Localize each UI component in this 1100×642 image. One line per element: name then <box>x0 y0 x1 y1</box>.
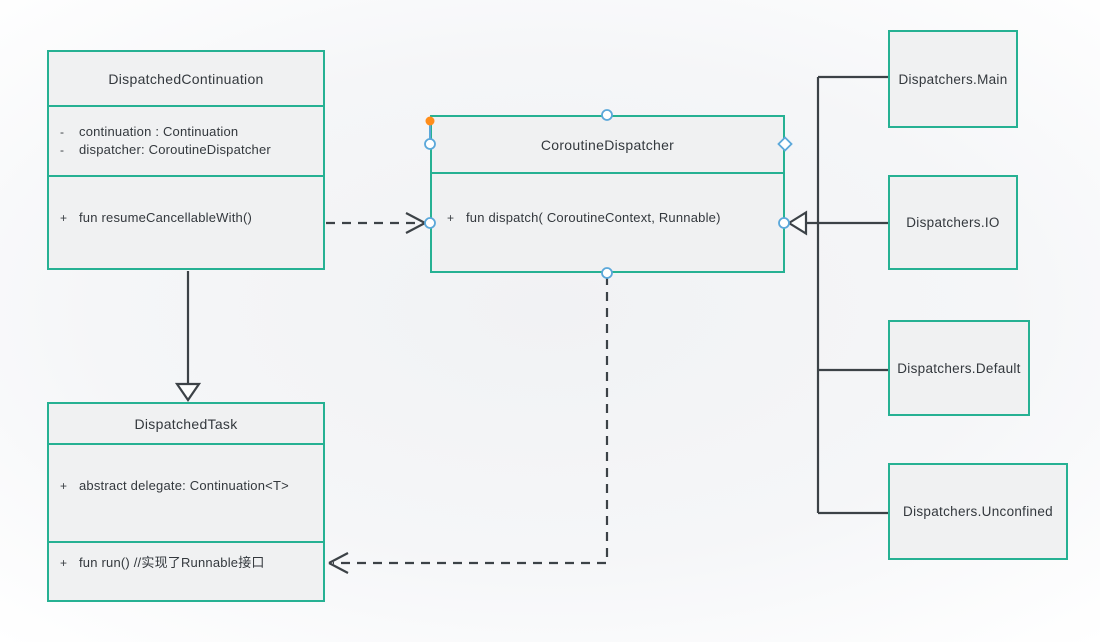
field-row: + abstract delegate: Continuation<T> <box>49 477 323 495</box>
methods-section: + fun dispatch( CoroutineContext, Runnab… <box>432 172 783 271</box>
method-text: fun run() //实现了Runnable接口 <box>79 554 265 570</box>
methods-section: + fun resumeCancellableWith() <box>49 175 323 268</box>
method-text: fun dispatch( CoroutineContext, Runnable… <box>466 209 721 225</box>
methods-section: + fun run() //实现了Runnable接口 <box>49 541 323 600</box>
visibility-marker: + <box>60 210 68 225</box>
visibility-marker: + <box>447 210 455 225</box>
dependency-arrow-dispatcher-to-task[interactable] <box>328 276 609 574</box>
field-row: - dispatcher: CoroutineDispatcher <box>49 141 323 159</box>
method-row: + fun run() //实现了Runnable接口 <box>49 554 323 572</box>
object-box-dispatchers-main[interactable]: Dispatchers.Main <box>888 30 1018 128</box>
class-box-dispatched-continuation[interactable]: DispatchedContinuation - continuation : … <box>47 50 325 270</box>
visibility-marker: - <box>60 143 65 157</box>
visibility-marker: - <box>60 125 65 139</box>
class-box-coroutine-dispatcher[interactable]: CoroutineDispatcher + fun dispatch( Coro… <box>430 115 785 273</box>
fields-section: - continuation : Continuation - dispatch… <box>49 105 323 175</box>
object-box-dispatchers-io[interactable]: Dispatchers.IO <box>888 175 1018 270</box>
method-row: + fun dispatch( CoroutineContext, Runnab… <box>432 209 783 227</box>
method-text: fun resumeCancellableWith() <box>79 209 253 225</box>
class-title-coroutine-dispatcher: CoroutineDispatcher <box>540 136 675 153</box>
object-label: Dispatchers.IO <box>906 215 1000 230</box>
field-text: continuation : Continuation <box>79 124 239 139</box>
generalization-arrow-continuation-to-task[interactable] <box>174 271 202 402</box>
field-text: abstract delegate: Continuation<T> <box>79 478 289 493</box>
method-row: + fun resumeCancellableWith() <box>49 209 323 227</box>
object-box-dispatchers-default[interactable]: Dispatchers.Default <box>888 320 1030 416</box>
fields-section: + abstract delegate: Continuation<T> <box>49 443 323 541</box>
visibility-marker: + <box>60 479 68 493</box>
visibility-marker: + <box>60 555 68 570</box>
class-box-dispatched-task[interactable]: DispatchedTask + abstract delegate: Cont… <box>47 402 325 602</box>
object-label: Dispatchers.Unconfined <box>903 504 1053 519</box>
object-label: Dispatchers.Default <box>897 360 1021 376</box>
object-box-dispatchers-unconfined[interactable]: Dispatchers.Unconfined <box>888 463 1068 560</box>
class-title-dispatched-continuation: DispatchedContinuation <box>108 70 264 87</box>
generalization-tree-dispatchers-to-dispatcher[interactable] <box>786 75 888 515</box>
object-label: Dispatchers.Main <box>898 71 1008 87</box>
field-row: - continuation : Continuation <box>49 123 323 141</box>
dependency-arrow-continuation-to-dispatcher[interactable] <box>326 212 426 234</box>
field-text: dispatcher: CoroutineDispatcher <box>79 142 271 157</box>
class-title-dispatched-task: DispatchedTask <box>134 415 238 432</box>
